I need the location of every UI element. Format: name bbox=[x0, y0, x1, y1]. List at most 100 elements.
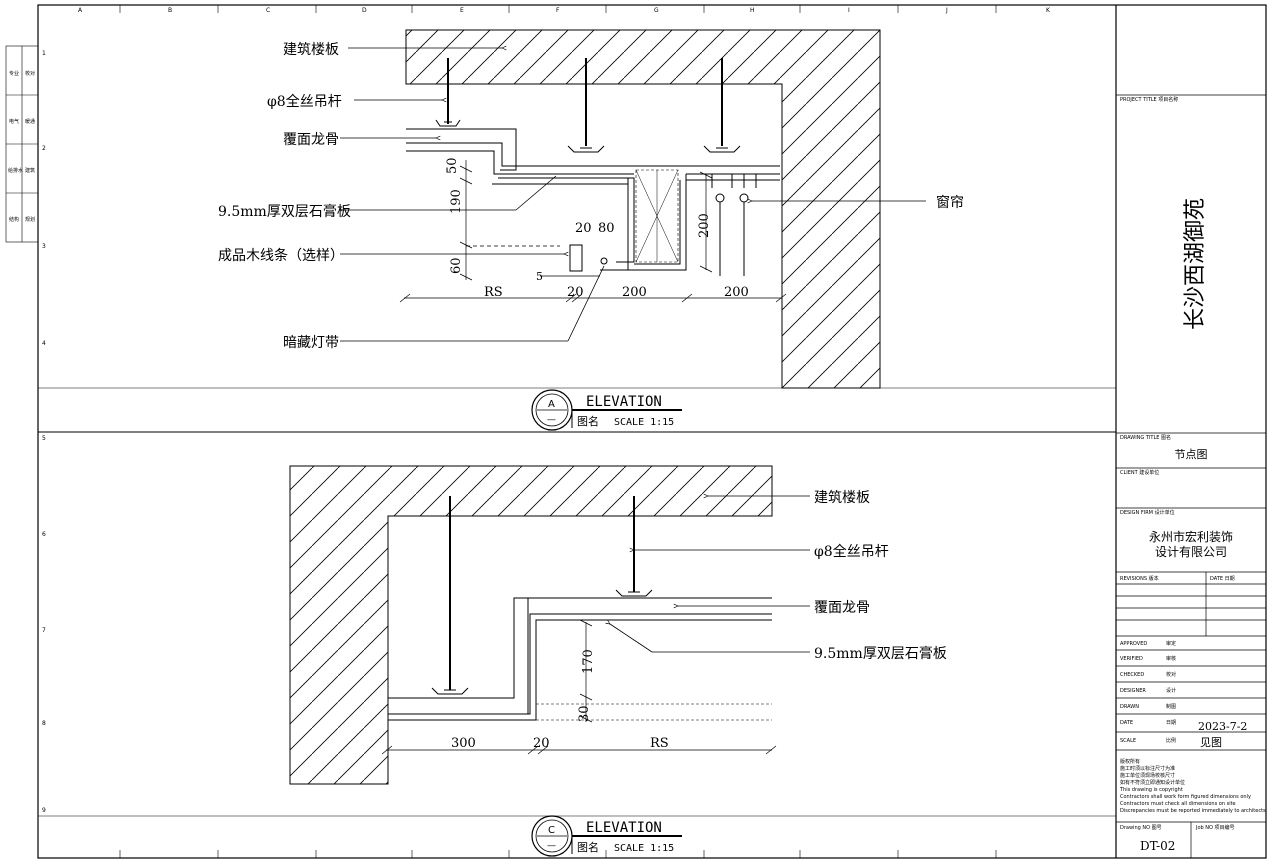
label-keel-a: 覆面龙骨 bbox=[283, 132, 339, 148]
design-firm-label: DESIGN FIRM 设计单位 bbox=[1120, 509, 1175, 516]
grid-letters: A B C D E F G H I J K 1 2 3 4 5 6 7 8 9 bbox=[42, 7, 1051, 814]
grid-col-b: B bbox=[168, 7, 172, 14]
client-label: CLIENT 建设单位 bbox=[1120, 469, 1159, 476]
dim-lines-a bbox=[399, 160, 787, 303]
label-board-c: 9.5mm厚双层石膏板 bbox=[814, 645, 947, 662]
label-curtain-a: 窗帘 bbox=[936, 194, 964, 211]
grid-col-d: D bbox=[362, 7, 367, 14]
label-slab-c: 建筑楼板 bbox=[814, 490, 870, 506]
designer-cn: 设计 bbox=[1166, 687, 1176, 694]
grid-row-1: 1 bbox=[42, 50, 46, 57]
date-value: 2023-7-2 bbox=[1198, 720, 1247, 733]
note-1: 版权所有 bbox=[1120, 758, 1140, 765]
dim-20-c: 20 bbox=[533, 736, 550, 751]
grid-row-8: 8 bbox=[42, 720, 46, 727]
top-grid-ruler bbox=[119, 5, 997, 858]
strip-label-1: 专业 bbox=[9, 70, 19, 77]
grid-col-c: C bbox=[266, 7, 270, 14]
grid-col-h: H bbox=[750, 7, 755, 14]
grid-col-i: I bbox=[848, 7, 850, 14]
slab-c bbox=[289, 465, 773, 785]
marker-letter-a: A bbox=[548, 399, 555, 410]
note-5: This drawing is copyright bbox=[1119, 787, 1183, 793]
dim-50: 50 bbox=[445, 157, 460, 174]
note-6: Contractors shall work form figured dime… bbox=[1120, 794, 1251, 800]
grid-col-e: E bbox=[460, 7, 464, 14]
dim-rs-a: RS bbox=[484, 285, 503, 300]
checked-cn: 校对 bbox=[1166, 671, 1176, 678]
dim-60: 60 bbox=[449, 257, 464, 274]
grid-col-f: F bbox=[556, 7, 560, 14]
dim-300: 300 bbox=[451, 736, 476, 751]
dim-5: 5 bbox=[536, 270, 543, 283]
dim-200-vertical: 200 bbox=[697, 213, 712, 238]
grid-row-9: 9 bbox=[42, 807, 46, 814]
strip-label-6: 建筑 bbox=[25, 167, 35, 174]
drawing-no-label: Drawing NO 图号 bbox=[1120, 825, 1162, 831]
grid-row-5: 5 bbox=[42, 435, 46, 442]
verified-cn: 审核 bbox=[1166, 655, 1176, 662]
drawn-cn: 制图 bbox=[1166, 703, 1176, 710]
drawing-title-label: DRAWING TITLE 图名 bbox=[1120, 434, 1171, 441]
dim-80: 80 bbox=[598, 221, 615, 236]
project-title-label: PROJECT TITLE 项目名称 bbox=[1120, 96, 1178, 103]
labels-a: 建筑楼板 φ8全丝吊杆 覆面龙骨 9.5mm厚双层石膏板 成品木线条（选样） 暗… bbox=[218, 42, 964, 351]
verified-label: VERIFIED bbox=[1120, 656, 1143, 662]
label-board-a: 9.5mm厚双层石膏板 bbox=[218, 203, 351, 220]
label-keel-c: 覆面龙骨 bbox=[814, 600, 870, 616]
checked-label: CHECKED bbox=[1120, 672, 1144, 678]
designer-label: DESIGNER bbox=[1120, 688, 1146, 694]
detail-c: 170 30 300 20 RS 建筑楼板 φ8全丝吊杆 覆面龙骨 9.5mm厚… bbox=[289, 465, 947, 857]
detail-marker-a: A — ELEVATION 图名 SCALE 1:15 bbox=[531, 389, 682, 431]
strip-label-5: 给排水 bbox=[8, 167, 23, 174]
marker-scale-a: SCALE 1:15 bbox=[614, 417, 674, 428]
marker-sub-a: — bbox=[547, 415, 556, 425]
left-signature-strip bbox=[5, 45, 39, 243]
grid-col-a: A bbox=[78, 7, 83, 14]
drawing-title: 节点图 bbox=[1175, 448, 1208, 461]
wood-strip bbox=[569, 244, 583, 272]
left-strip-labels: 专业 校对 电气 暖通 给排水 建筑 结构 规划 bbox=[8, 70, 35, 223]
scale-label: SCALE bbox=[1120, 738, 1136, 744]
title-block bbox=[1116, 94, 1266, 858]
design-firm-line1: 永州市宏利装饰 bbox=[1149, 529, 1233, 544]
leaders-a bbox=[340, 48, 926, 342]
approved-label: APPROVED bbox=[1120, 641, 1147, 647]
marker-title-a: ELEVATION bbox=[586, 394, 662, 410]
notes: 版权所有 施工时须以标注尺寸为准 施工单位须现场校核尺寸 如有不符须立即通知设计… bbox=[1119, 758, 1266, 814]
date-label: DATE bbox=[1120, 720, 1133, 726]
note-3: 施工单位须现场校核尺寸 bbox=[1120, 772, 1175, 779]
marker-scale-c: SCALE 1:15 bbox=[614, 843, 674, 854]
grid-row-2: 2 bbox=[42, 145, 46, 152]
dim-rs-c: RS bbox=[650, 736, 669, 751]
note-7: Contractors must check all dimensions on… bbox=[1120, 801, 1236, 807]
label-wood-a: 成品木线条（选样） bbox=[218, 247, 344, 264]
gypsum-board-c bbox=[388, 597, 772, 721]
strip-label-3: 电气 bbox=[9, 118, 19, 125]
rods-a bbox=[447, 58, 723, 146]
job-no-label: Job NO 项目编号 bbox=[1195, 824, 1235, 831]
dim-170: 170 bbox=[581, 649, 596, 674]
curtain-track bbox=[711, 174, 757, 276]
hangers-a bbox=[435, 119, 741, 153]
marker-title-c: ELEVATION bbox=[586, 820, 662, 836]
note-4: 如有不符须立即通知设计单位 bbox=[1120, 779, 1185, 786]
detail-a: 50 190 60 5 20 80 200 RS 20 200 200 建筑楼板… bbox=[218, 29, 964, 431]
marker-sub-c: — bbox=[547, 841, 556, 851]
label-rod-a: φ8全丝吊杆 bbox=[267, 93, 342, 110]
led-strip bbox=[600, 257, 608, 265]
dim-190: 190 bbox=[449, 189, 464, 214]
grid-col-g: G bbox=[654, 7, 659, 14]
drawing-no: DT-02 bbox=[1140, 839, 1175, 853]
scale-cn: 比例 bbox=[1166, 737, 1176, 744]
note-2: 施工时须以标注尺寸为准 bbox=[1120, 765, 1175, 772]
revisions-label: REVISIONS 版本 bbox=[1120, 575, 1159, 582]
dim-20-bottom: 20 bbox=[567, 285, 584, 300]
scale-value: 见图 bbox=[1200, 736, 1222, 749]
dim-texts-a: 50 190 60 5 20 80 200 RS 20 200 200 bbox=[445, 157, 749, 300]
grid-row-6: 6 bbox=[42, 531, 46, 538]
approved-cn: 审定 bbox=[1166, 640, 1176, 647]
grid-row-7: 7 bbox=[42, 627, 46, 634]
dim-30: 30 bbox=[577, 705, 592, 722]
